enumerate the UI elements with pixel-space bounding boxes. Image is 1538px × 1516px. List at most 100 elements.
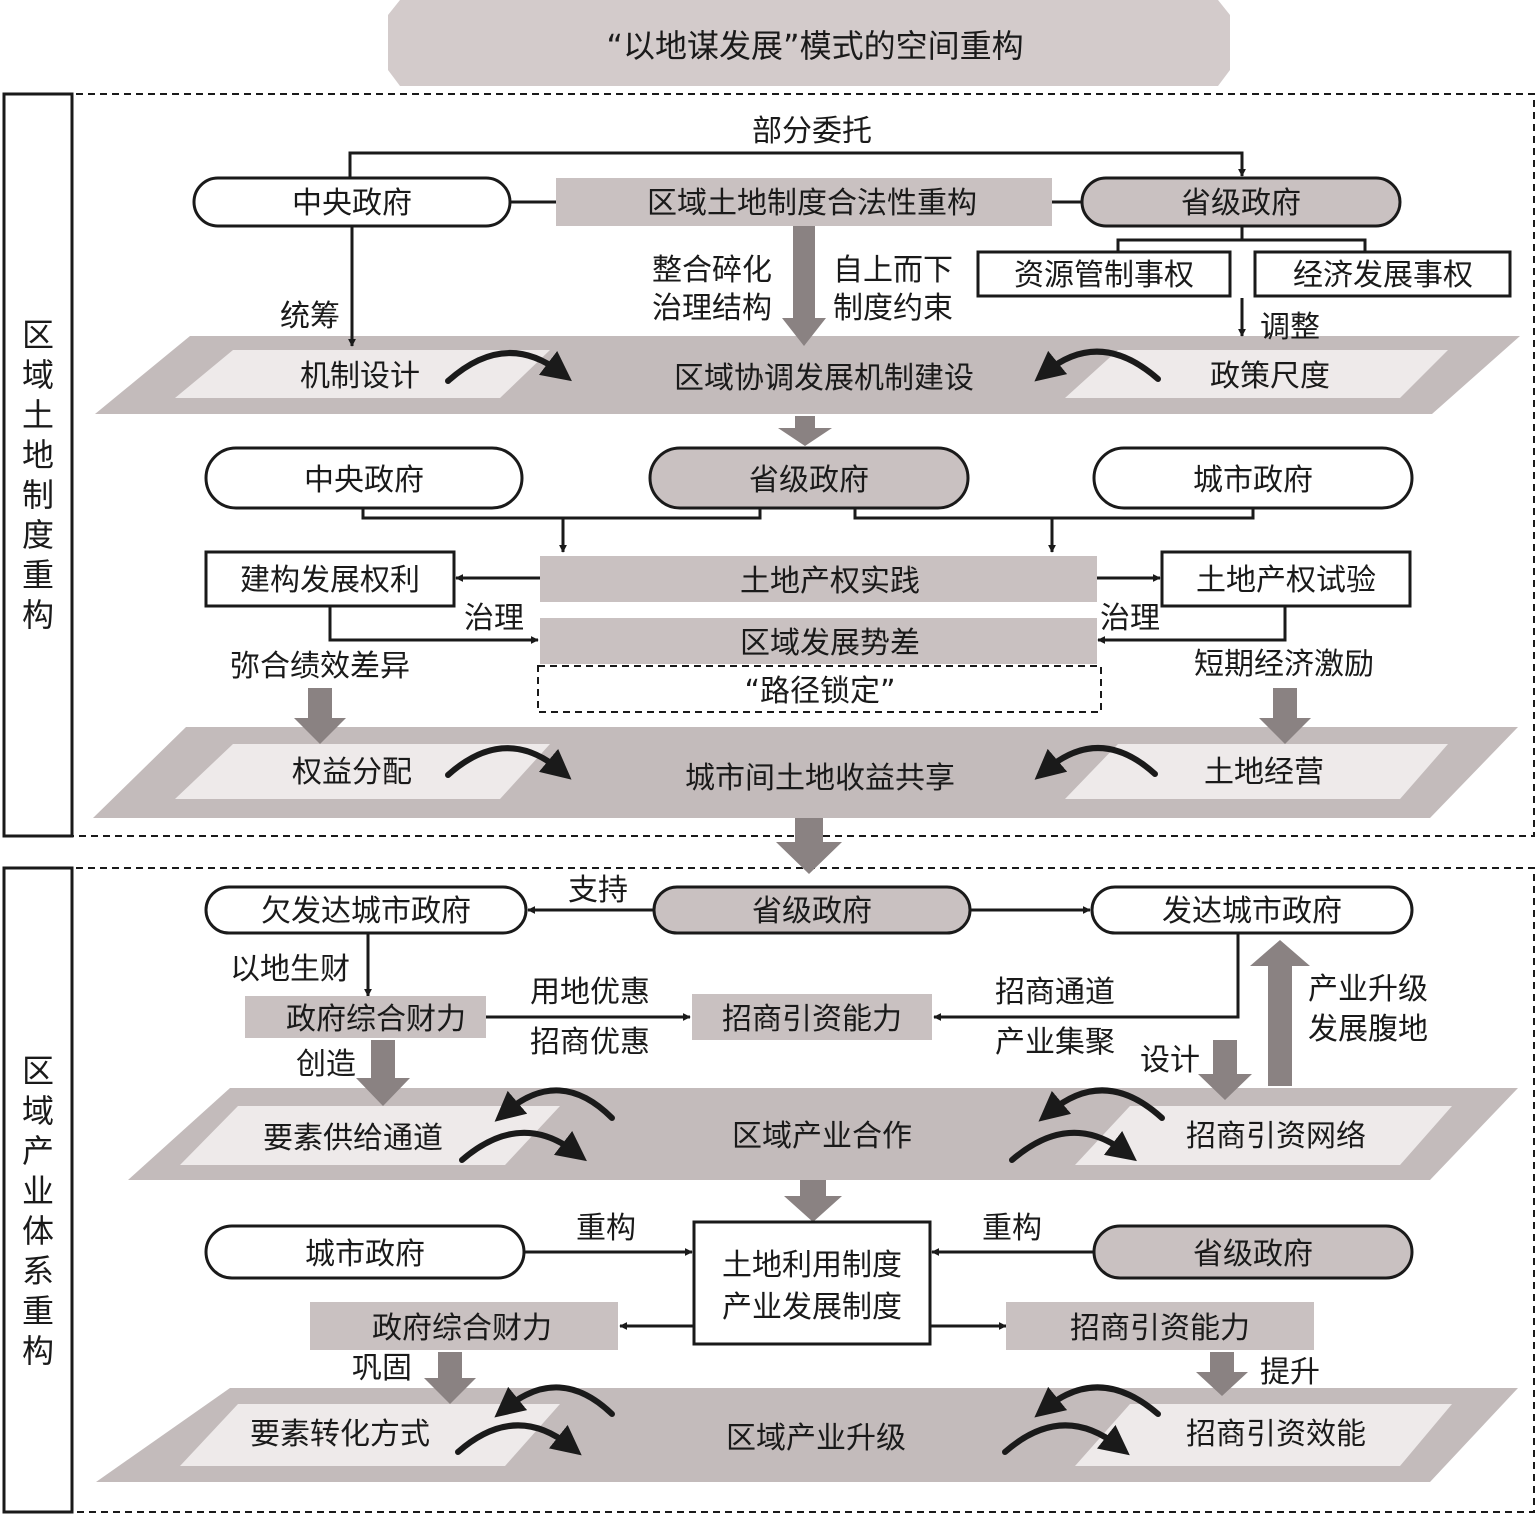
plane-3-left-label: 要素供给通道 [263,1121,443,1156]
line-city-practice [853,508,1255,552]
line-build-gap [328,606,539,644]
curved-arrow-p3-left-upper [494,1087,615,1122]
curved-arrows [445,348,1165,1456]
create-label: 创造 [296,1047,356,1082]
plane-4-right-label: 招商引资效能 [1186,1417,1366,1452]
section2-label-glyph: 体 [22,1212,54,1250]
section1-label-glyph: 制 [22,476,54,514]
mid-provincial-government-node [648,446,970,510]
plane-1 [95,336,1520,414]
plane-4-left-label: 要素转化方式 [250,1417,430,1452]
plane-1-right-label: 政策尺度 [1210,359,1330,394]
line-experiment-gap [1097,606,1287,644]
restructure-left-label: 重构 [576,1211,636,1246]
system-label-line1: 土地利用制度 [722,1248,902,1283]
curved-arrow-p3-left-lower [459,1129,587,1163]
central-government-label: 中央政府 [292,186,412,221]
section2-label-glyph: 重 [22,1292,54,1330]
plane-1-center-label: 区域协调发展机制建设 [674,361,974,396]
design-label: 设计 [1140,1043,1200,1078]
section1-label-glyph: 区 [22,316,54,354]
developed-city-node [1090,885,1414,935]
curved-arrow-p1-left [445,350,572,384]
coordinate-label: 统筹 [280,299,340,334]
s2-top-nodes: 欠发达城市政府 支持 省级政府 发达城市政府 以地生财 政府综合财力 用地优惠 … [204,873,1428,1082]
promote-label: 提升 [1260,1355,1320,1390]
plane-4-left-inner [180,1404,560,1466]
curved-arrow-p1-right [1034,348,1161,382]
plane-4-center-label: 区域产业升级 [726,1421,906,1456]
plane-4-right-inner [1075,1404,1452,1466]
plane-2-labels: 权益分配 城市间土地收益共享 土地经营 [292,755,1324,796]
land-practice-label: 土地产权实践 [740,564,920,599]
invest-pref-label: 招商优惠 [530,1025,650,1060]
section1-label-glyph: 域 [22,356,54,394]
s2b-capacity-node [1006,1302,1314,1350]
mid-city-government-label: 城市政府 [1193,463,1313,498]
s2-provincial-government-label: 省级政府 [752,894,872,929]
title-banner-shape [388,0,1230,86]
plane-3-labels: 要素供给通道 区域产业合作 招商引资网络 [263,1119,1366,1156]
plane-2-right-label: 土地经营 [1204,755,1324,790]
land-practice-node [540,556,1097,602]
plane-2 [93,727,1518,818]
system-label-line2: 产业发展制度 [722,1290,902,1325]
s2-city-government-label: 城市政府 [305,1237,425,1272]
plane-2-right-inner [1065,744,1448,799]
plane-2-center-label: 城市间土地收益共享 [685,761,955,796]
build-rights-label: 建构发展权利 [240,563,420,598]
plane-1-left-inner [175,350,550,398]
section1-dashed-border [3,93,1535,837]
curved-arrow-p2-right [1034,745,1158,780]
section2-frame: 区域产业体系重构 [2,866,1535,1514]
section1-label-glyph: 土 [22,396,54,434]
adjust-label: 调整 [1260,310,1320,345]
mid-central-government-label: 中央政府 [304,463,424,498]
integrate-label-line2: 治理结构 [652,291,772,326]
incentive-label: 短期经济激励 [1194,647,1374,682]
mid-central-government-node [204,446,524,510]
block-arrows [294,226,1311,1404]
section1-label-glyph: 重 [22,556,54,594]
block-arrow-promote-down [1196,1352,1248,1396]
mid-city-government-node [1092,446,1414,510]
reconcile-label: 弥合绩效差异 [230,649,410,684]
block-arrow-create-down [356,1040,410,1106]
land-experiment-node [1160,550,1412,608]
plane-3 [128,1088,1518,1180]
block-arrow-consolidate-down [424,1352,476,1404]
curved-arrow-p4-right-lower [1002,1422,1130,1456]
plane-3-center-label: 区域产业合作 [732,1119,912,1154]
section2-label: 区域产业体系重构 [22,1052,54,1370]
central-government-node [192,176,512,228]
restructure-right-label: 重构 [982,1211,1042,1246]
less-developed-city-label: 欠发达城市政府 [261,894,471,929]
govern-right-label: 治理 [1100,601,1160,636]
plane-1-labels: 机制设计 区域协调发展机制建设 政策尺度 [300,359,1330,396]
provincial-government-label: 省级政府 [1181,186,1301,221]
line-delegation [348,151,1246,178]
block-arrow-plane3-down [784,1180,842,1222]
delegation-label: 部分委托 [752,114,872,149]
section1-label-glyph: 地 [22,436,54,474]
block-arrow-legality-down [782,226,826,346]
less-developed-city-node [204,885,528,935]
land-experiment-label: 土地产权试验 [1196,563,1376,598]
plane-3-left-inner [180,1106,560,1165]
mid-provincial-government-label: 省级政府 [749,463,869,498]
economic-rights-label: 经济发展事权 [1293,258,1473,293]
plane-1-left-label: 机制设计 [300,359,420,394]
developed-city-label: 发达城市政府 [1162,894,1342,929]
system-node [692,1220,932,1346]
curved-arrow-p4-right-upper [1034,1384,1161,1418]
plane-2-left-label: 权益分配 [292,755,412,790]
land-pref-label: 用地优惠 [530,975,650,1010]
line-central-practice [361,508,762,552]
consolidate-label: 巩固 [352,1351,412,1386]
s2b-provincial-government-label: 省级政府 [1193,1237,1313,1272]
s2-fiscal-label: 政府综合财力 [286,1002,466,1037]
curved-arrow-p4-left-upper [494,1384,615,1418]
s2-fiscal-node [245,996,486,1038]
development-gap-node [540,618,1097,664]
section1-label-glyph: 构 [22,596,54,634]
